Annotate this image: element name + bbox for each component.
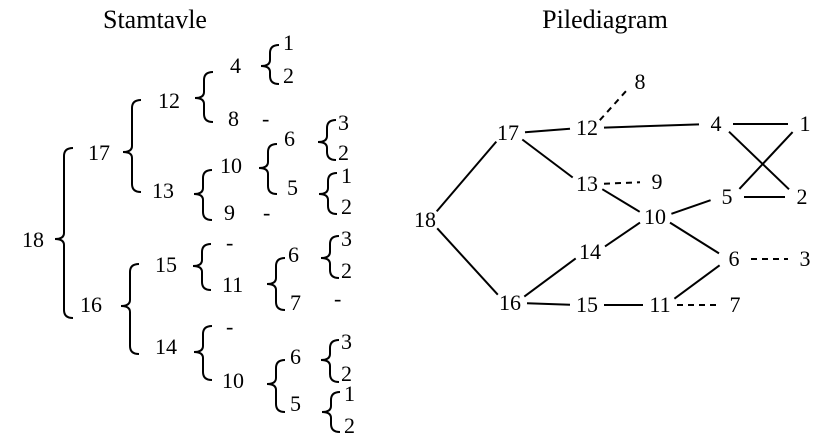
edge-18-17	[435, 140, 498, 213]
pedigree-label-node-9: 9	[224, 200, 235, 225]
arrow-node-11: 11	[649, 292, 670, 317]
brace-12	[194, 71, 214, 123]
arrow-diagram: Pilediagram 18 17 16 12 8 4 1 13 9 10 5 2 14 6 3 15 11 7	[414, 5, 811, 317]
pedigree-label-node-8: 8	[228, 106, 239, 131]
arrow-node-4: 4	[711, 111, 722, 136]
pedigree-label-node-7: 7	[290, 290, 301, 315]
arrow-diagram-edges	[435, 89, 794, 306]
arrow-diagram-title: Pilediagram	[542, 5, 668, 34]
pedigree-label-leaf-1a: 1	[283, 30, 294, 55]
edge-16-14	[523, 257, 577, 298]
arrow-node-1: 1	[800, 111, 811, 136]
brace-16	[120, 263, 140, 355]
arrow-node-5: 5	[722, 184, 733, 209]
brace-17	[122, 99, 142, 193]
pedigree-label-node-16: 16	[80, 292, 102, 317]
pedigree-label-node-15: 15	[155, 252, 177, 277]
brace-5b	[321, 391, 341, 433]
pedigree-label-node-4: 4	[230, 53, 241, 78]
brace-6a	[317, 119, 337, 161]
edge-17-12	[524, 127, 571, 134]
brace-6c	[320, 339, 340, 383]
brace-18	[54, 147, 74, 319]
arrow-node-15: 15	[576, 292, 598, 317]
pedigree-label-dash-8: -	[262, 106, 269, 131]
arrow-node-13: 13	[576, 171, 598, 196]
pedigree-label-node-6c: 6	[290, 344, 301, 369]
pedigree-label-node-6a: 6	[284, 126, 295, 151]
pedigree-label-dash-14: -	[226, 314, 233, 339]
pedigree-label-leaf-1c: 1	[344, 381, 355, 406]
arrow-diagram-nodes: 18 17 16 12 8 4 1 13 9 10 5 2 14 6 3 15 11 7	[414, 69, 811, 317]
edge-13-10	[601, 188, 641, 213]
pedigree-label-leaf-2b: 2	[338, 140, 349, 165]
pedigree-label-node-17: 17	[88, 140, 110, 165]
brace-4	[260, 44, 280, 85]
pedigree-labels: 1817161213151448109111065676512321232321…	[22, 30, 355, 437]
edge-14-10	[604, 221, 641, 248]
pedigree-label-leaf-2c: 2	[341, 194, 352, 219]
arrow-node-2: 2	[797, 184, 808, 209]
arrow-node-3: 3	[800, 246, 811, 271]
brace-6b	[320, 235, 340, 279]
brace-10b	[266, 359, 286, 413]
edge-12-4	[603, 123, 700, 129]
pedigree-title: Stamtavle	[103, 5, 207, 34]
arrow-node-7: 7	[730, 292, 741, 317]
pedigree-label-leaf-2a: 2	[283, 63, 294, 88]
arrow-node-12: 12	[576, 115, 598, 140]
brace-5a	[318, 172, 338, 215]
pedigree-label-node-12: 12	[158, 88, 180, 113]
pedigree-label-leaf-3b: 3	[341, 226, 352, 251]
pedigree-label-leaf-3c: 3	[341, 329, 352, 354]
pedigree-label-root-18: 18	[22, 227, 44, 252]
edge-4-2	[728, 130, 790, 191]
pedigree-tree: Stamtavle 181716121315144810911106567651…	[22, 5, 355, 437]
edge-11-6	[673, 264, 721, 300]
arrow-node-16: 16	[499, 290, 521, 315]
arrow-node-8: 8	[635, 69, 646, 94]
pedigree-label-dash-9: -	[263, 200, 270, 225]
pedigree-label-node-5a: 5	[287, 175, 298, 200]
pedigree-label-dash-7: -	[334, 286, 341, 311]
edge-12-8	[599, 89, 628, 121]
arrow-node-9: 9	[652, 169, 663, 194]
brace-14	[193, 325, 213, 381]
pedigree-label-leaf-1b: 1	[341, 163, 352, 188]
arrow-node-10: 10	[644, 204, 666, 229]
pedigree-label-node-11: 11	[222, 272, 243, 297]
pedigree-label-node-10a: 10	[220, 153, 242, 178]
pedigree-label-leaf-2e: 2	[341, 361, 352, 386]
pedigree-label-node-14: 14	[155, 334, 177, 359]
pedigree-label-leaf-3a: 3	[338, 110, 349, 135]
edge-5-1	[738, 131, 794, 190]
arrow-node-14: 14	[579, 239, 601, 264]
edge-10-6	[669, 221, 720, 255]
arrow-node-6: 6	[729, 246, 740, 271]
pedigree-label-leaf-2d: 2	[341, 258, 352, 283]
edge-10-5	[671, 199, 711, 215]
pedigree-label-node-10b: 10	[222, 368, 244, 393]
pedigree-label-dash-15: -	[226, 230, 233, 255]
arrow-node-17: 17	[497, 120, 519, 145]
pedigree-label-node-5b: 5	[290, 391, 301, 416]
brace-13	[193, 169, 213, 221]
edge-17-13	[521, 138, 574, 179]
pedigree-label-leaf-2f: 2	[344, 413, 355, 437]
pedigree-label-node-13: 13	[152, 178, 174, 203]
brace-11	[266, 257, 286, 311]
pedigree-label-node-6b: 6	[288, 242, 299, 267]
edge-16-15	[526, 302, 571, 306]
brace-15	[192, 243, 212, 291]
pedigree-brackets	[54, 44, 341, 433]
brace-10a	[258, 143, 278, 195]
edge-13-9	[603, 181, 641, 185]
arrow-node-18: 18	[414, 207, 436, 232]
edge-18-16	[436, 227, 499, 296]
